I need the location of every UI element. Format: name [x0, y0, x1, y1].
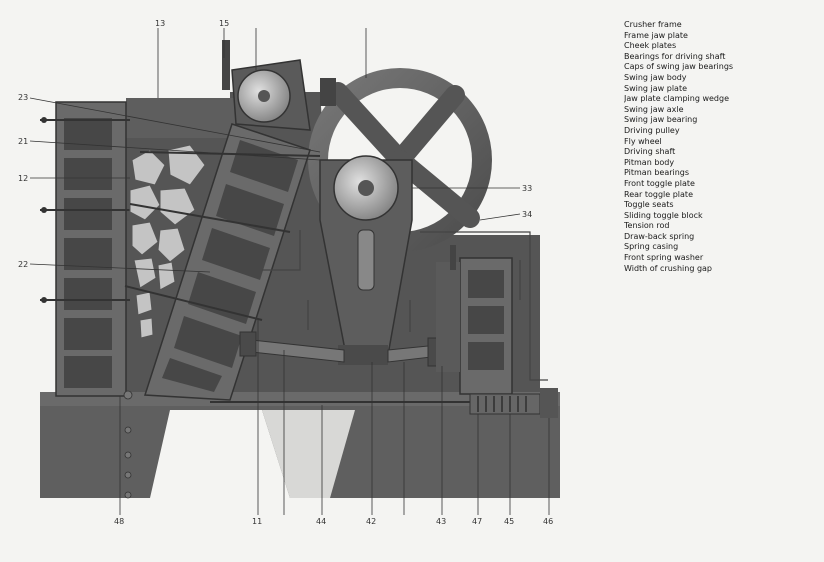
pitman-body [319, 155, 413, 365]
anchor-bolts [123, 390, 133, 499]
legend-item: Sliding toggle block [624, 210, 703, 220]
legend-item: Pitman bearings [624, 168, 690, 178]
callout-11: 11 [252, 517, 262, 526]
legend-item: Jaw plate clamping wedge [624, 94, 730, 104]
legend-item: Swing jaw plate [624, 83, 688, 93]
legend-item: Crusher frame [624, 20, 682, 29]
callout-13: 13 [155, 19, 165, 28]
callout-45: 45 [504, 517, 514, 526]
swing-jaw-body [124, 123, 321, 401]
parts-legend: Crusher frame Frame jaw plate Cheek plat… [624, 20, 820, 274]
legend-item: Bearings for driving shaft [624, 51, 726, 61]
callout-23: 23 [18, 93, 28, 102]
legend-item: Cheek plates [624, 41, 677, 51]
legend-item: Driving shaft [624, 147, 676, 157]
legend-item: Swing jaw body [624, 72, 687, 82]
callout-46: 46 [543, 517, 553, 526]
legend-item: Driving pulley [624, 125, 680, 135]
callout-34: 34 [522, 210, 532, 219]
legend-item: Pitman body [624, 157, 675, 167]
legend-item: Swing jaw axle [624, 104, 684, 114]
tension-rod-spring [210, 388, 558, 418]
callout-44: 44 [316, 517, 326, 526]
callout-47: 47 [472, 517, 482, 526]
legend-item: Spring casing [624, 242, 679, 252]
callout-33: 33 [522, 184, 532, 193]
leader-lines [29, 28, 550, 515]
stone-feed [129, 144, 206, 339]
swing-jaw-bearing [222, 40, 311, 131]
lubrication-pipes [262, 230, 548, 381]
legend-item: Rear toggle plate [624, 189, 693, 199]
callout-43: 43 [436, 517, 446, 526]
legend-item: Tension rod [624, 221, 670, 231]
callout-21: 21 [18, 137, 28, 146]
legend-item: Fly wheel [624, 136, 662, 146]
legend-item: Caps of swing jaw bearings [624, 62, 734, 72]
legend-item: Front toggle plate [624, 178, 695, 188]
callout-12: 12 [18, 174, 28, 183]
rear-block [436, 245, 513, 395]
legend-item: Frame jaw plate [624, 30, 688, 40]
legend-item: Toggle seats [624, 200, 674, 210]
legend-item: Draw-back spring [624, 231, 695, 241]
callout-22: 22 [18, 260, 28, 269]
callout-15: 15 [219, 19, 229, 28]
legend-item: Width of crushing gap [624, 263, 713, 273]
legend-item: Front spring washer [624, 253, 704, 263]
callout-labels: 13 15 23 21 12 22 33 34 48 11 44 42 43 4… [18, 19, 553, 526]
cheek-plate-grid [40, 101, 130, 397]
callout-42: 42 [366, 517, 376, 526]
toggle-plates [239, 331, 445, 367]
legend-item: Swing jaw bearing [624, 115, 698, 125]
callout-48: 48 [114, 517, 124, 526]
